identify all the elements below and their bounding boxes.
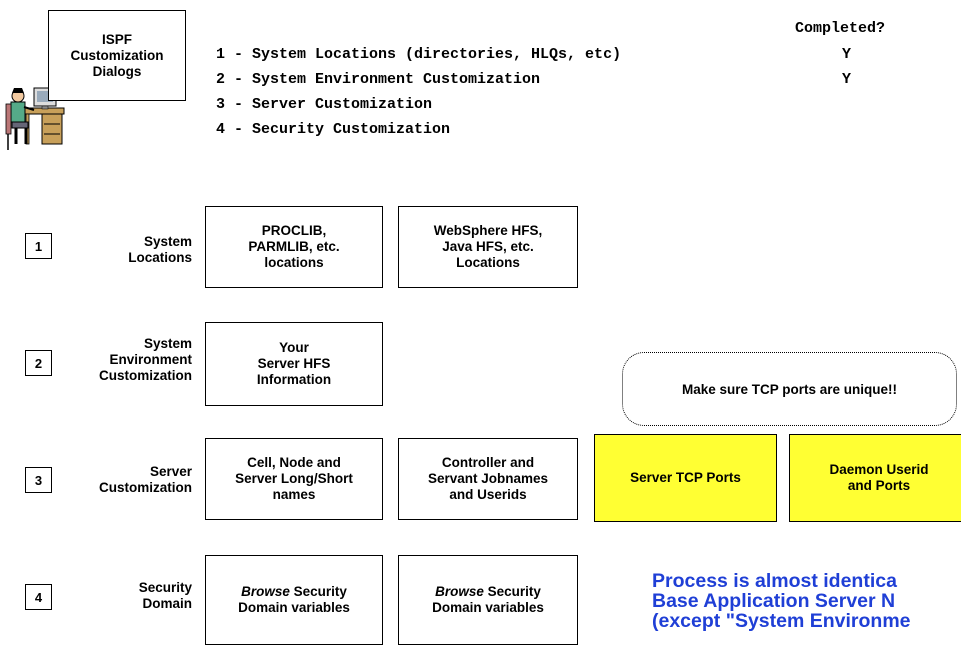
menu-item-1: 1 - System Locations (directories, HLQs,…: [216, 46, 622, 63]
server-tcp-ports-box: Server TCP Ports: [594, 434, 777, 522]
row-1-box-2: WebSphere HFS, Java HFS, etc. Locations: [398, 206, 578, 288]
menu-item-1-completed: Y: [842, 46, 852, 63]
process-note: Process is almost identica Base Applicat…: [652, 570, 911, 632]
row-4-box-1: Browse Security Domain variables: [205, 555, 383, 645]
row-4-label: Security Domain: [138, 580, 192, 611]
row-3-number: 3: [25, 467, 52, 493]
row-3-label: Server Customization: [99, 464, 192, 495]
row-4-box-1-text: Browse Security Domain variables: [238, 584, 350, 615]
row-1-label: System Locations: [128, 234, 192, 265]
row-3-box-1: Cell, Node and Server Long/Short names: [205, 438, 383, 520]
row-2-label: System Environment Customization: [99, 336, 192, 383]
menu-item-2: 2 - System Environment Customization: [216, 71, 541, 88]
browse-emphasis: Browse: [435, 584, 484, 599]
person-at-computer-icon: [5, 87, 65, 150]
menu-item-2-completed: Y: [842, 71, 852, 88]
row-1-number: 1: [25, 233, 52, 259]
row-4-box-2: Browse Security Domain variables: [398, 555, 578, 645]
row-2-number: 2: [25, 350, 52, 376]
row-4-box-2-text: Browse Security Domain variables: [432, 584, 544, 615]
row-3-box-2: Controller and Servant Jobnames and User…: [398, 438, 578, 520]
menu-item-4: 4 - Security Customization: [216, 121, 451, 138]
daemon-userid-ports-box: Daemon Userid and Ports: [789, 434, 961, 522]
ispf-dialogs-box: ISPF Customization Dialogs: [48, 10, 186, 101]
row-1-box-1: PROCLIB, PARMLIB, etc. locations: [205, 206, 383, 288]
row-4-number: 4: [25, 584, 52, 610]
menu-item-3: 3 - Server Customization: [216, 96, 433, 113]
row-2-box-1: Your Server HFS Information: [205, 322, 383, 406]
browse-emphasis: Browse: [241, 584, 290, 599]
completed-header: Completed?: [795, 20, 886, 37]
tcp-ports-note: Make sure TCP ports are unique!!: [622, 352, 957, 426]
